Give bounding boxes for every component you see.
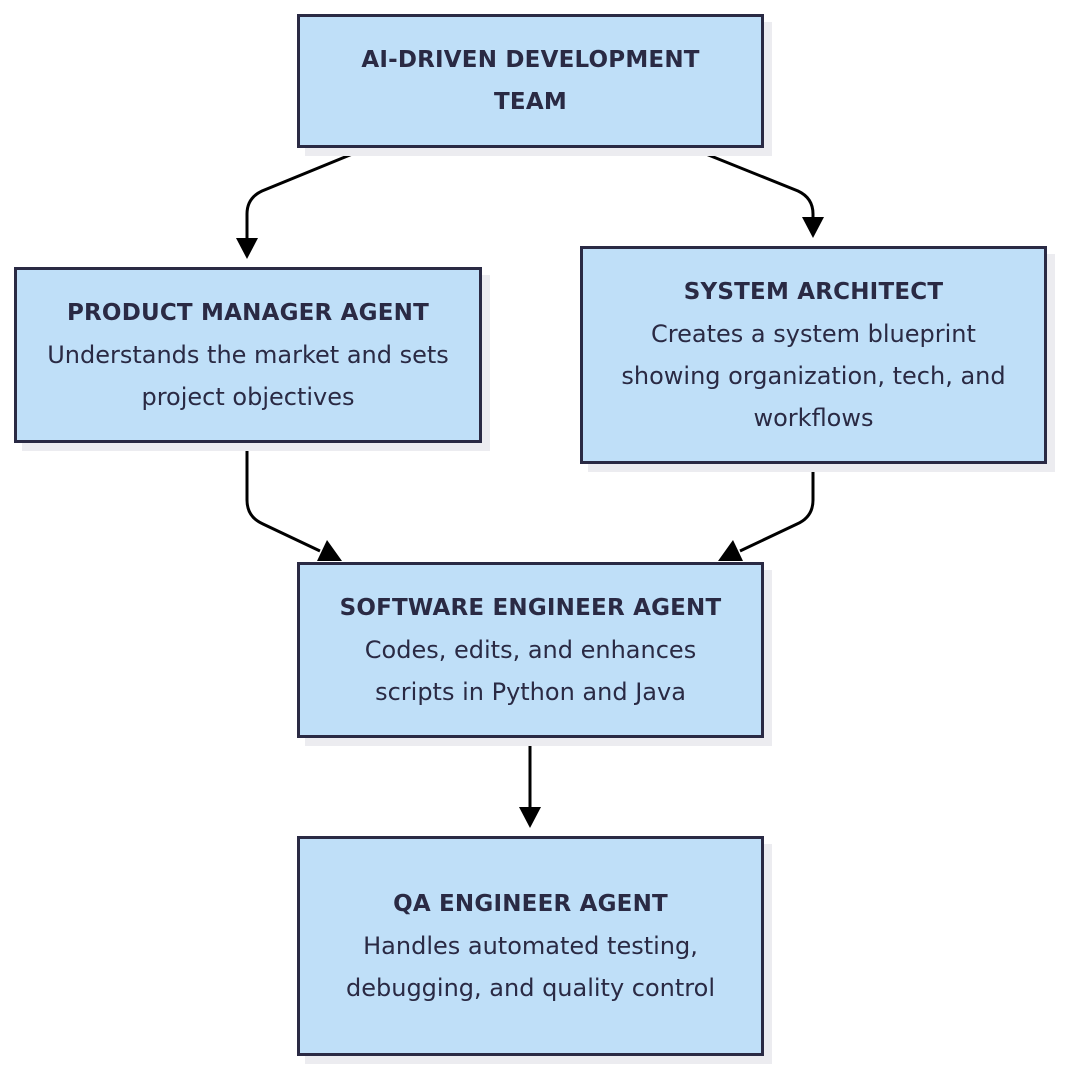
arrowhead-icon [718,540,743,561]
node-title: SYSTEM ARCHITECT [683,279,944,305]
node-description: Understands the market and sets project … [47,341,449,411]
arrowhead-icon [236,238,258,259]
edge-system-architect-to-software-engineer [739,464,815,553]
node-title: QA ENGINEER AGENT [393,891,668,917]
arrowhead-icon [519,807,541,828]
edge-team-to-system-architect [690,146,815,220]
arrowhead-icon [802,217,824,238]
node-software-engineer-agent: SOFTWARE ENGINEER AGENT Codes, edits, an… [297,562,764,738]
node-title: PRODUCT MANAGER AGENT [66,300,430,326]
node-description: Codes, edits, and enhances scripts in Py… [364,636,697,706]
node-qa-engineer-agent: QA ENGINEER AGENT Handles automated test… [297,836,764,1056]
node-description: Creates a system blueprint showing organ… [621,320,1006,432]
edge-product-manager-to-software-engineer [245,443,321,553]
node-title: AI-DRIVEN DEVELOPMENT TEAM [361,47,700,115]
node-product-manager-agent: PRODUCT MANAGER AGENT Understands the ma… [14,267,482,443]
node-system-architect: SYSTEM ARCHITECT Creates a system bluepr… [580,246,1047,464]
arrowhead-icon [317,540,342,561]
node-title: SOFTWARE ENGINEER AGENT [339,595,722,621]
node-ai-driven-development-team: AI-DRIVEN DEVELOPMENT TEAM [297,14,764,148]
node-description: Handles automated testing, debugging, an… [346,932,715,1002]
edge-team-to-product-manager [245,146,368,241]
